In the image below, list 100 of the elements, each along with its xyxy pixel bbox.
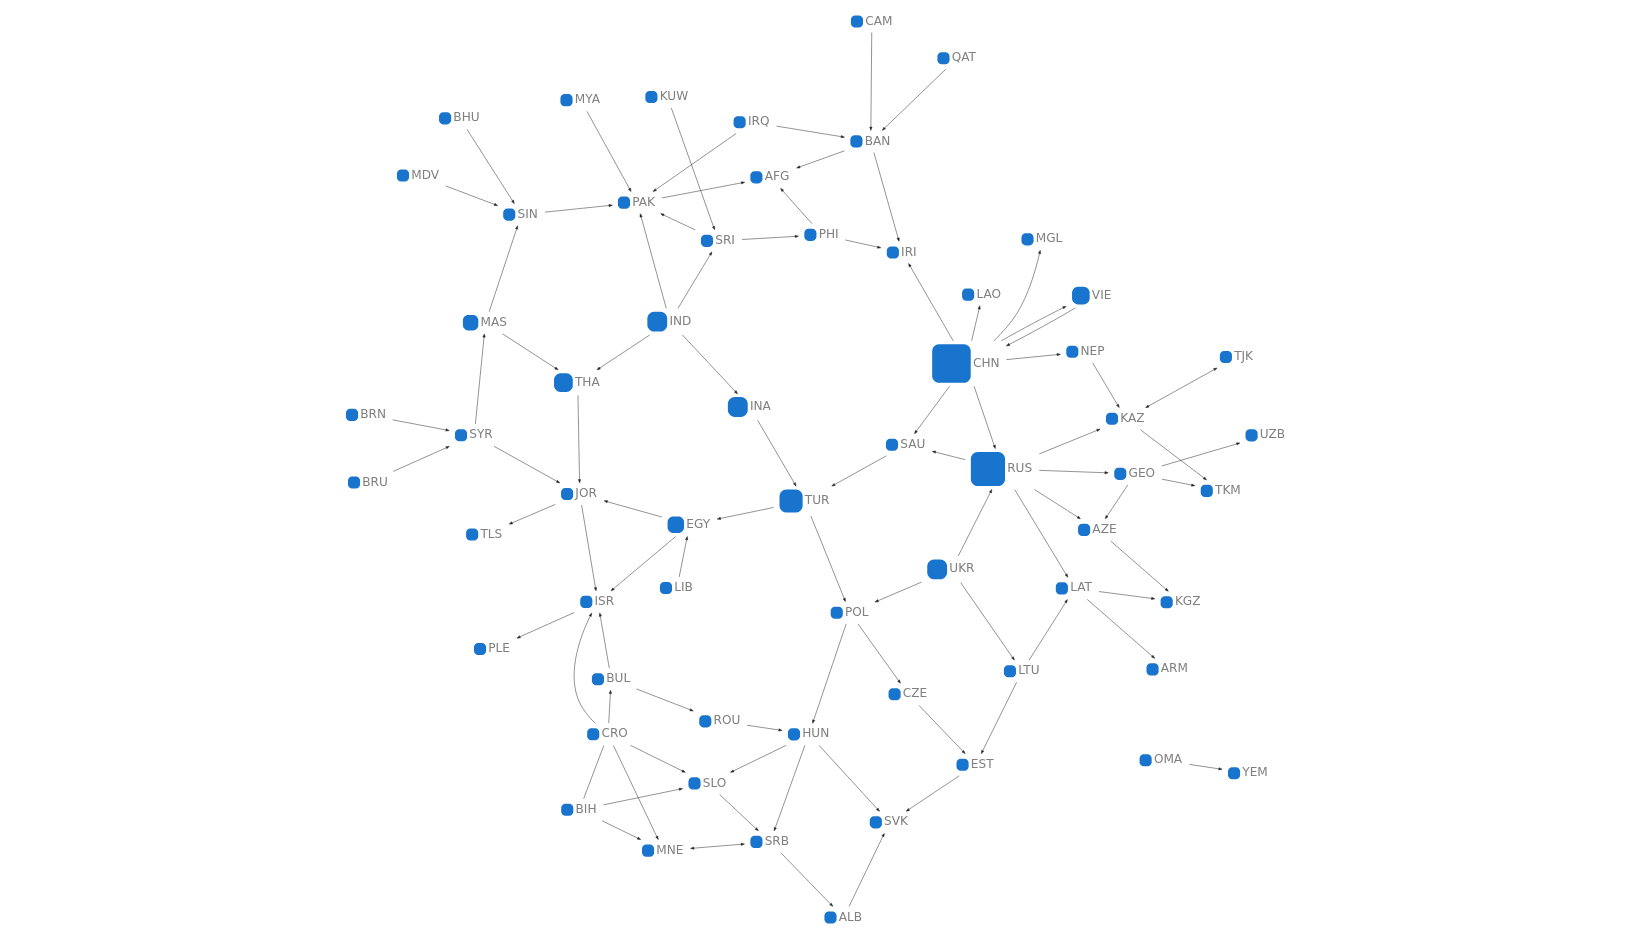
arrow xyxy=(445,185,498,206)
node-label: MYA xyxy=(574,92,600,107)
node-label: SRB xyxy=(764,833,790,848)
arrow xyxy=(573,612,596,724)
node-label: OMA xyxy=(1153,752,1183,767)
arrow xyxy=(586,111,632,192)
arrow xyxy=(608,690,612,724)
node-label: TKM xyxy=(1215,482,1241,497)
node-label: SYR xyxy=(469,427,493,442)
node-label: BUL xyxy=(606,671,631,686)
arrow xyxy=(869,32,873,131)
node-label: LIB xyxy=(674,580,693,595)
node-label: VIE xyxy=(1091,287,1112,302)
arrow xyxy=(717,507,774,520)
arrow xyxy=(1087,599,1155,659)
arrow xyxy=(780,852,834,907)
node-label: BIH xyxy=(575,801,597,816)
node-label: SIN xyxy=(517,206,538,221)
node-label: KUW xyxy=(659,89,689,104)
node-label: POL xyxy=(844,604,869,619)
arrow xyxy=(818,745,880,812)
arrow xyxy=(475,333,486,425)
arrow xyxy=(810,515,846,602)
arrow xyxy=(392,446,450,472)
arrow xyxy=(678,536,688,578)
arrow xyxy=(812,623,847,724)
arrow xyxy=(639,213,667,309)
node-label: MGL xyxy=(1035,231,1063,246)
arrow xyxy=(1092,362,1120,408)
node-label: HUN xyxy=(802,726,830,741)
arrow xyxy=(845,239,882,249)
arrow xyxy=(690,842,745,850)
arrow xyxy=(908,263,954,342)
arrow xyxy=(1014,489,1069,578)
arrow xyxy=(1039,428,1101,455)
node-label: IRQ xyxy=(747,114,770,129)
node-label: SVK xyxy=(884,814,909,829)
node-box xyxy=(970,451,1005,487)
node-label: BRU xyxy=(362,474,388,489)
arrow xyxy=(848,833,885,907)
arrow xyxy=(1039,470,1109,475)
node-box xyxy=(779,489,803,513)
arrow xyxy=(719,794,759,832)
arrow xyxy=(918,705,966,754)
arrow xyxy=(493,446,561,484)
node-label: AZE xyxy=(1092,521,1117,536)
node-label: EGY xyxy=(686,516,711,531)
node-label: MDV xyxy=(411,167,440,182)
arrow xyxy=(1140,429,1207,481)
arrow xyxy=(671,107,715,230)
arrow xyxy=(601,820,641,840)
arrow xyxy=(610,536,676,592)
node-label: NEP xyxy=(1080,343,1105,358)
arrow xyxy=(603,500,663,518)
arrow xyxy=(730,745,787,773)
node-label: JOR xyxy=(575,486,597,501)
arrow xyxy=(652,133,737,192)
arrow xyxy=(661,181,745,199)
arrow xyxy=(1006,353,1061,360)
arrow xyxy=(581,504,597,592)
node-label: SAU xyxy=(900,436,926,451)
arrow xyxy=(776,125,845,139)
arrow xyxy=(1161,442,1241,467)
arrow xyxy=(882,69,946,131)
arrow xyxy=(466,129,515,204)
node-label: SRI xyxy=(715,232,735,247)
arrow xyxy=(1006,307,1076,347)
arrow xyxy=(757,420,797,487)
node-label: TLS xyxy=(480,526,503,541)
node-label: ROU xyxy=(713,713,741,728)
arrow xyxy=(516,612,575,639)
node-label: ALB xyxy=(838,909,863,924)
node-label: BHU xyxy=(453,110,480,125)
node-label: PLE xyxy=(488,641,510,656)
arrow xyxy=(741,235,799,240)
arrow xyxy=(932,450,966,460)
node-label: LAO xyxy=(976,286,1002,301)
arrow xyxy=(914,385,950,434)
node-label: YEM xyxy=(1242,765,1268,780)
node-label: SLO xyxy=(702,775,727,790)
node-label: RUS xyxy=(1007,461,1033,476)
node-label: KAZ xyxy=(1120,410,1145,425)
arrow xyxy=(905,775,960,812)
arrow xyxy=(502,333,559,371)
node-label: LTU xyxy=(1018,663,1040,678)
node-label: ARM xyxy=(1160,661,1188,676)
node-label: CZE xyxy=(902,686,928,701)
node-label: EST xyxy=(970,756,994,771)
node-label: QAT xyxy=(951,50,977,65)
arrow xyxy=(993,250,1041,342)
node-box xyxy=(932,344,971,383)
node-label: MAS xyxy=(480,314,507,329)
arrow xyxy=(958,489,993,557)
node-label: BRN xyxy=(360,406,387,421)
node-label: IND xyxy=(669,313,692,328)
node-label: PAK xyxy=(632,194,656,209)
arrow xyxy=(746,725,783,732)
arrow xyxy=(1028,599,1068,661)
node-label: LAT xyxy=(1070,580,1092,595)
arrow xyxy=(636,688,694,712)
